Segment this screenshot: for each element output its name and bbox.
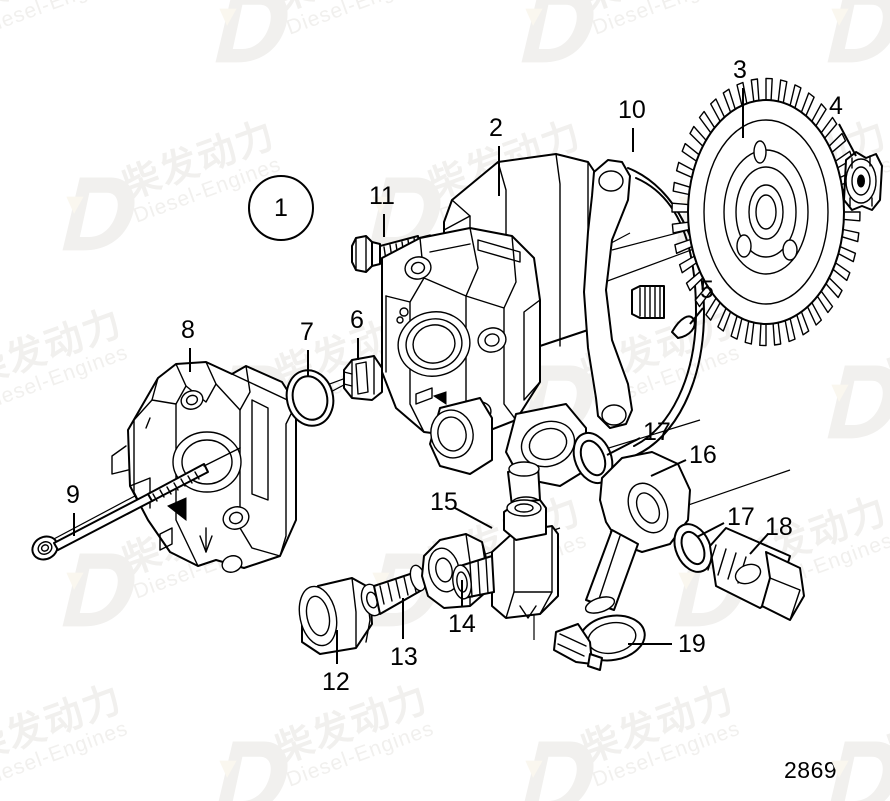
part-6-drive-coupling <box>343 355 383 401</box>
callout-label-18: 18 <box>765 513 793 541</box>
callout-label-13: 13 <box>390 643 418 671</box>
callout-label-5: 5 <box>700 276 714 304</box>
callout-label-12: 12 <box>322 668 350 696</box>
part-10-mounting-bracket <box>583 159 705 457</box>
callout-label-6: 6 <box>350 306 364 334</box>
callout-label-2: 2 <box>489 114 503 142</box>
part-12-protective-cap <box>298 577 373 655</box>
leader-line-16 <box>650 459 687 477</box>
leader-line-17 <box>606 437 641 456</box>
part-19-hose-clamp <box>553 614 646 671</box>
callout-label-17a: 17 <box>643 418 671 446</box>
part-7-o-ring <box>285 369 335 427</box>
callout-label-11: 11 <box>369 182 395 210</box>
callout-label-16: 16 <box>689 441 717 469</box>
callout-label-9: 9 <box>66 481 80 509</box>
callout-label-3: 3 <box>733 56 747 84</box>
callout-label-7: 7 <box>300 318 314 346</box>
leader-line-15 <box>454 507 493 529</box>
part-4-castellated-nut <box>843 151 883 211</box>
leader-line-18 <box>749 533 769 555</box>
callout-label-14: 14 <box>448 610 476 638</box>
part-2-pump-housing <box>381 153 605 510</box>
leader-line-5 <box>689 307 704 325</box>
part-16-banjo-fitting <box>584 451 691 614</box>
callout-label-17b: 17 <box>727 503 755 531</box>
callout-label-19: 19 <box>678 630 706 658</box>
leader-line-17 <box>696 522 725 538</box>
callout-label-15: 15 <box>430 488 458 516</box>
callout-label-1: 1 <box>248 175 314 241</box>
callout-label-8: 8 <box>181 316 195 344</box>
callout-label-4: 4 <box>829 92 843 120</box>
part-9-long-bolt <box>31 447 241 561</box>
leader-line-4 <box>838 123 857 157</box>
callout-label-10: 10 <box>618 96 646 124</box>
